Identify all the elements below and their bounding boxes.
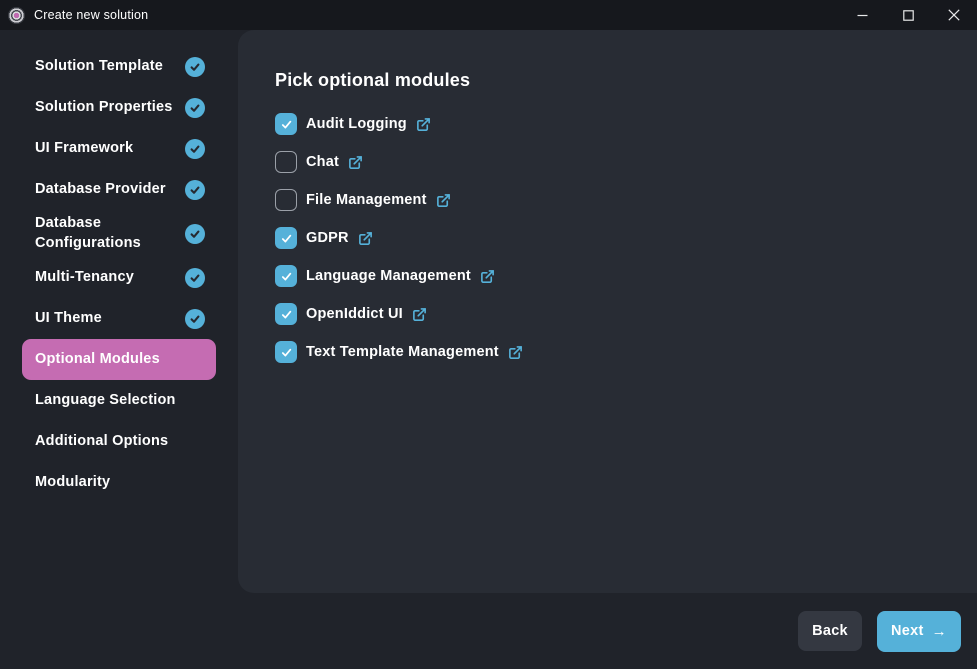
sidebar-step-label: Multi-Tenancy — [35, 268, 135, 285]
module-checkbox[interactable] — [275, 265, 297, 287]
sidebar-step-label: UI Framework — [35, 139, 134, 156]
main-panel: Pick optional modules Audit Logging Chat — [238, 30, 977, 593]
next-button[interactable]: Next → — [877, 610, 961, 652]
maximize-button[interactable] — [885, 0, 931, 30]
sidebar-step-label: Solution Properties — [35, 98, 173, 115]
module-label: Chat — [306, 154, 340, 170]
module-checkbox[interactable] — [275, 341, 297, 363]
sidebar-step-label: UI Theme — [35, 309, 102, 326]
module-row: Chat — [275, 143, 937, 181]
external-link-icon[interactable] — [436, 193, 451, 208]
module-label: Text Template Management — [306, 344, 499, 360]
sidebar-step-label: Additional Options — [35, 432, 169, 449]
module-checkbox[interactable] — [275, 189, 297, 211]
sidebar-step-item[interactable]: UI Framework — [22, 128, 216, 169]
app-logo-icon — [8, 6, 25, 24]
check-icon — [281, 120, 291, 128]
page-title: Pick optional modules — [275, 70, 471, 90]
module-checkbox[interactable] — [275, 227, 297, 249]
sidebar-step-item[interactable]: Solution Template — [22, 46, 216, 87]
sidebar-step-label: Language Selection — [35, 391, 176, 408]
step-completed-check-icon — [185, 267, 205, 288]
window-controls — [839, 0, 977, 30]
external-link-icon[interactable] — [508, 345, 523, 360]
maximize-icon — [902, 9, 914, 21]
close-icon — [948, 9, 960, 21]
sidebar-step-item[interactable]: Language Selection — [22, 380, 216, 421]
step-completed-check-icon — [185, 179, 205, 200]
back-button[interactable]: Back — [798, 611, 862, 651]
sidebar-step-item[interactable]: Database Configurations — [22, 210, 216, 257]
external-link-icon[interactable] — [348, 155, 363, 170]
sidebar-step-item[interactable]: Multi-Tenancy — [22, 257, 216, 298]
external-link-icon[interactable] — [412, 307, 427, 322]
check-icon — [281, 310, 291, 318]
step-completed-check-icon — [185, 56, 205, 77]
arrow-right-icon: → — [931, 622, 947, 640]
sidebar-step-label: Solution Template — [35, 57, 163, 74]
sidebar-step-item[interactable]: Optional Modules — [22, 339, 216, 381]
step-completed-check-icon — [185, 223, 205, 244]
wizard-steps-sidebar: Solution Template Solution Properties UI… — [0, 30, 238, 669]
check-icon — [281, 348, 291, 356]
sidebar-step-label: Database Provider — [35, 180, 166, 197]
module-label: Language Management — [306, 268, 471, 284]
step-completed-check-icon — [185, 308, 205, 329]
module-list: Audit Logging Chat — [275, 105, 937, 371]
minimize-icon — [857, 14, 867, 16]
sidebar-step-label: Database Configurations — [35, 215, 141, 251]
check-icon — [281, 234, 291, 242]
sidebar-step-item[interactable]: Modularity — [22, 462, 216, 503]
step-completed-check-icon — [185, 138, 205, 159]
module-row: Language Management — [275, 257, 937, 295]
right-column: Pick optional modules Audit Logging Chat — [238, 30, 977, 669]
module-row: OpenIddict UI — [275, 295, 937, 333]
footer-bar: Back Next → — [238, 593, 977, 669]
external-link-icon[interactable] — [480, 269, 495, 284]
module-label: OpenIddict UI — [306, 306, 403, 322]
module-row: File Management — [275, 181, 937, 219]
external-link-icon[interactable] — [358, 231, 373, 246]
close-button[interactable] — [931, 0, 977, 30]
module-checkbox[interactable] — [275, 151, 297, 173]
module-row: Text Template Management — [275, 333, 937, 371]
sidebar-step-item[interactable]: Additional Options — [22, 421, 216, 462]
titlebar: Create new solution — [0, 0, 977, 30]
module-row: Audit Logging — [275, 105, 937, 143]
module-label: File Management — [306, 192, 427, 208]
sidebar-step-item[interactable]: Solution Properties — [22, 87, 216, 128]
step-completed-check-icon — [185, 97, 205, 118]
sidebar-step-label: Modularity — [35, 473, 111, 490]
module-checkbox[interactable] — [275, 113, 297, 135]
module-label: GDPR — [306, 230, 349, 246]
next-button-label: Next — [891, 623, 924, 639]
check-icon — [281, 272, 291, 280]
window-title: Create new solution — [34, 8, 149, 22]
module-checkbox[interactable] — [275, 303, 297, 325]
module-label: Audit Logging — [306, 116, 407, 132]
sidebar-step-item[interactable]: UI Theme — [22, 298, 216, 339]
window-body: Solution Template Solution Properties UI… — [0, 30, 977, 669]
external-link-icon[interactable] — [416, 117, 431, 132]
sidebar-step-item[interactable]: Database Provider — [22, 169, 216, 210]
module-row: GDPR — [275, 219, 937, 257]
sidebar-step-label: Optional Modules — [35, 350, 160, 367]
minimize-button[interactable] — [839, 0, 885, 30]
